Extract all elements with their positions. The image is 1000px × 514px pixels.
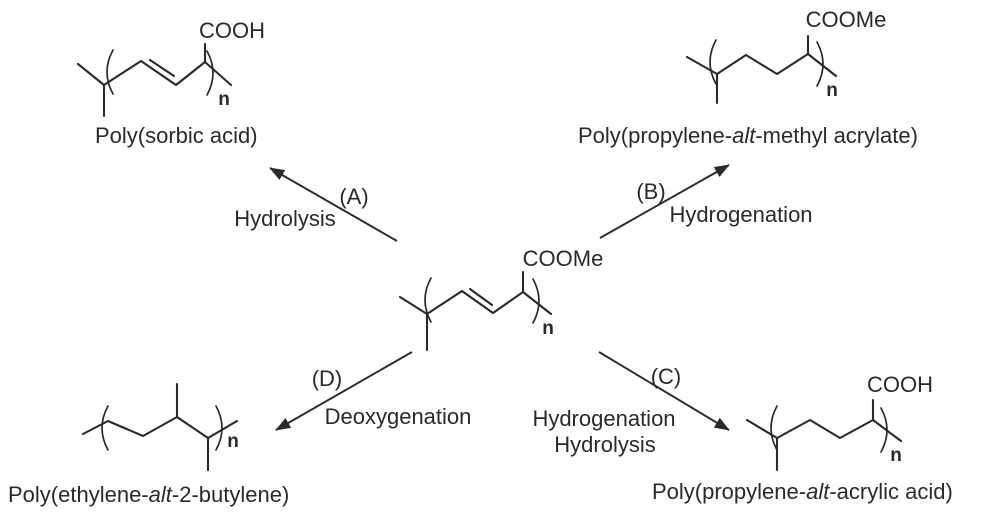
substituent-label: COOH (199, 18, 265, 43)
product-name: Poly(sorbic acid) (95, 123, 258, 148)
paren-open (709, 39, 717, 85)
arrow-a-line (269, 167, 398, 242)
backbone-bond (398, 289, 553, 316)
arrow-c-line (598, 351, 730, 431)
product-name: Poly(propylene-alt-acrylic acid) (652, 479, 953, 504)
repeat-subscript: n (826, 80, 838, 101)
substituent-label: COOMe (806, 7, 887, 32)
reaction-a-name: Hydrolysis (234, 206, 335, 231)
backbone-bond (81, 415, 239, 440)
reaction-c: (C) Hydrogenation Hydrolysis (532, 351, 730, 457)
backbone-bond (685, 52, 838, 78)
paren-open (770, 405, 778, 451)
paren-close (880, 407, 888, 453)
arrow-d-line (275, 351, 413, 431)
repeat-subscript: n (890, 445, 902, 466)
double-bond-second-line (468, 287, 494, 307)
paren-open (424, 277, 432, 323)
reaction-c-name-line1: Hydrogenation (532, 406, 675, 431)
reaction-b-label: (B) (636, 179, 665, 204)
reaction-d-name: Deoxygenation (325, 404, 472, 429)
paren-close (816, 41, 824, 87)
center-structure: COOMe n (398, 246, 604, 352)
repeat-subscript: n (227, 431, 239, 452)
product-name: Poly(propylene-alt-methyl acrylate) (578, 123, 918, 148)
product-bottom-right-structure: COOH n Poly(propylene-alt-acrylic acid) (652, 372, 953, 504)
repeat-subscript: n (218, 89, 230, 110)
substituent-label: COOH (867, 372, 933, 397)
product-bottom-left-structure: n Poly(ethylene-alt-2-butylene) (8, 382, 289, 507)
paren-close (215, 405, 223, 451)
repeat-subscript: n (542, 318, 554, 339)
reaction-b: (B) Hydrogenation (599, 164, 813, 239)
substituent-label: COOMe (523, 246, 604, 271)
product-top-right-structure: COOMe n Poly(propylene-alt-methyl acryla… (578, 7, 918, 148)
paren-close (206, 50, 214, 96)
paren-open (106, 49, 114, 95)
reaction-c-name-line2: Hydrolysis (554, 432, 655, 457)
double-bond-second-line (148, 58, 176, 78)
arrow-b-line (599, 164, 730, 239)
paren-open (101, 405, 109, 451)
paren-close (532, 278, 540, 324)
reaction-a-label: (A) (339, 184, 368, 209)
reaction-b-name: Hydrogenation (669, 202, 812, 227)
reaction-d-label: (D) (312, 366, 343, 391)
reaction-a: (A) Hydrolysis (234, 167, 398, 242)
backbone-bond (745, 418, 903, 443)
backbone-bond (76, 59, 233, 87)
reaction-c-label: (C) (651, 364, 682, 389)
product-name: Poly(ethylene-alt-2-butylene) (8, 482, 289, 507)
product-top-left-structure: COOH n Poly(sorbic acid) (76, 18, 265, 148)
reaction-d: (D) Deoxygenation (275, 351, 472, 431)
